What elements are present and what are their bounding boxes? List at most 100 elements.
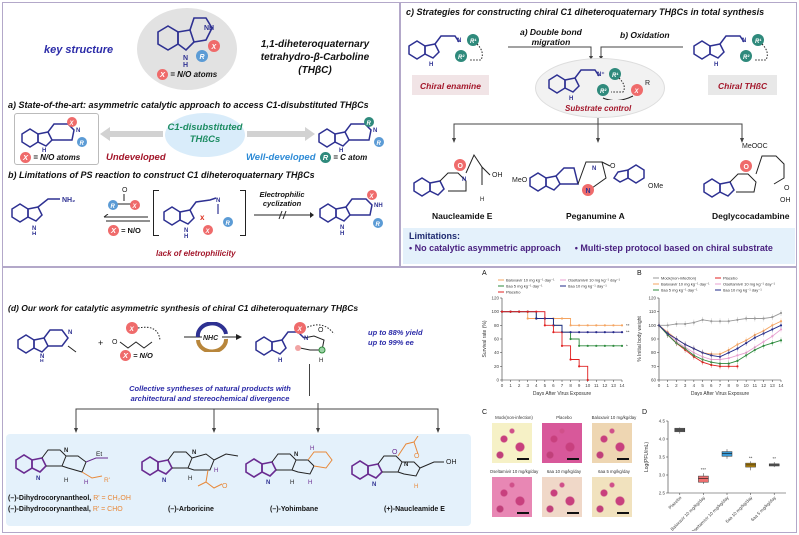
substrate-control-label: Substrate control [565,104,632,113]
data-point [560,344,564,347]
significance-label: ** [749,455,753,460]
limitations-box: Limitations: • No catalytic asymmetric a… [403,228,795,264]
product-peganumine-a: Peganumine A [566,211,625,221]
svg-text:R²: R² [600,88,607,95]
svg-text:O: O [112,339,118,346]
svg-text:R: R [367,121,372,127]
center-label-line-1: C1-disubstituted [167,122,243,133]
histology-image [492,477,532,517]
data-point [578,324,581,327]
svg-text:R²: R² [458,54,465,61]
y-tick-label: 60 [494,337,500,342]
naucleamide-e-structure: O N OH H [413,153,503,203]
x-tick-label: 7 [561,383,564,388]
data-point [509,310,512,313]
histology-label: Mock(non-infection) [495,415,533,420]
scale-bar [617,458,629,460]
natural-product-branch-arrows-icon [74,403,440,433]
svg-text:N: N [373,128,377,134]
cyclization-line-1: Electrophilic [259,190,305,199]
x-tick-label: 4 [693,383,696,388]
data-point [543,324,546,327]
svg-text:R: R [377,141,382,147]
box [721,451,733,457]
scale-bar [617,512,629,514]
right-legend-text: = C atom [333,153,368,162]
significance-label: ** [772,456,776,461]
histology-label: Baloxavir 10 mg/kg/day [591,415,637,420]
product-suffix: R' = CHO [92,506,123,513]
naucleamide-oh-label: OH [446,459,457,466]
natural-products-box [6,434,471,526]
key-n-label: N [183,55,188,62]
ome-label: OMe [648,183,663,190]
iminium-substrate-molecule: N⁺ R¹ R² X R H [548,68,650,100]
lack-of-electrophilicity-note: lack of eletrophilicity [156,249,236,258]
data-point [603,331,606,334]
cyclization-line-2: cyclization [262,199,302,208]
y-tick-label: 4.0 [659,437,666,442]
svg-text:O: O [458,163,464,170]
data-point [578,365,581,368]
data-point [603,324,606,327]
center-label-line-2: THßCs [189,134,221,145]
dihydrocorynantheol-label: (–)-Dihydrocorynantheol, R' = CH₂OH [8,495,131,502]
chiral-enamine-label: Chiral enamine [420,81,481,91]
svg-text:X: X [634,89,640,95]
svg-text:X: X [211,44,218,51]
svg-text:N: N [462,177,466,183]
carbonyl-reagent: O R X [108,187,140,210]
histology-image [542,477,582,517]
collective-line-1: Collective syntheses of natural products… [129,384,291,393]
data-point [569,331,572,334]
svg-text:H: H [64,478,68,484]
svg-text:H: H [188,476,192,482]
limitations-title: Limitations: [409,231,460,241]
product-deglycocadambine: Deglycocadambine [712,211,790,221]
nhc-catalysis-arrow-icon: NHC [184,322,242,352]
y-tick-label: 70 [651,364,657,369]
svg-text:N: N [372,482,376,488]
y-tick-label: 60 [651,378,657,383]
histology-image [492,423,532,463]
x-tick-label: 3 [526,383,529,388]
svg-text:H: H [183,62,188,69]
svg-text:O: O [222,483,228,490]
enal-reagent: X O [112,322,161,349]
x-tick-label: 3 [684,383,687,388]
bracket-left [153,190,159,236]
data-point [569,337,572,341]
d-x-legend-text: = N/O [133,351,153,360]
y-tick-label: 120 [648,296,656,301]
svg-text:H: H [308,480,312,486]
svg-text:R¹: R¹ [470,38,476,45]
chiral-enamine-tag: Chiral enamine [412,75,489,95]
svg-text:H: H [310,446,314,452]
data-point [535,317,538,320]
data-point [586,331,589,334]
electrophilic-cyclization-label: Electrophilic cyclization [252,190,312,208]
center-label: C1-disubstituted THßCs [165,122,245,146]
svg-text:H: H [340,231,344,237]
svg-text:N: N [64,448,68,454]
data-point [518,310,521,313]
svg-text:H: H [32,232,36,235]
scale-bar [567,512,579,514]
y-tick-label: 20 [494,364,500,369]
dihydrocorynantheal-label: (–)-Dihydrocorynantheal, R' = CHO [8,506,123,513]
well-developed-r-legend: R = C atom [320,152,367,163]
svg-text:N: N [184,228,188,234]
x-tick-label: 9 [578,383,581,388]
x-tick-label: 1 [509,383,512,388]
legend-label: 6aa 5 mg kg⁻¹ day⁻¹ [661,288,698,293]
svg-text:N: N [216,198,220,204]
svg-text:N: N [457,38,461,44]
svg-text:N: N [304,336,308,342]
legend-label: Mock(non-infection) [661,276,697,281]
yohimbane-label: (–)-Yohimbane [270,506,319,513]
x-tick-label: 12 [602,383,608,388]
x-tick-label: 0 [501,383,504,388]
dihydro-beta-carboline-molecule: N N H [17,329,77,362]
